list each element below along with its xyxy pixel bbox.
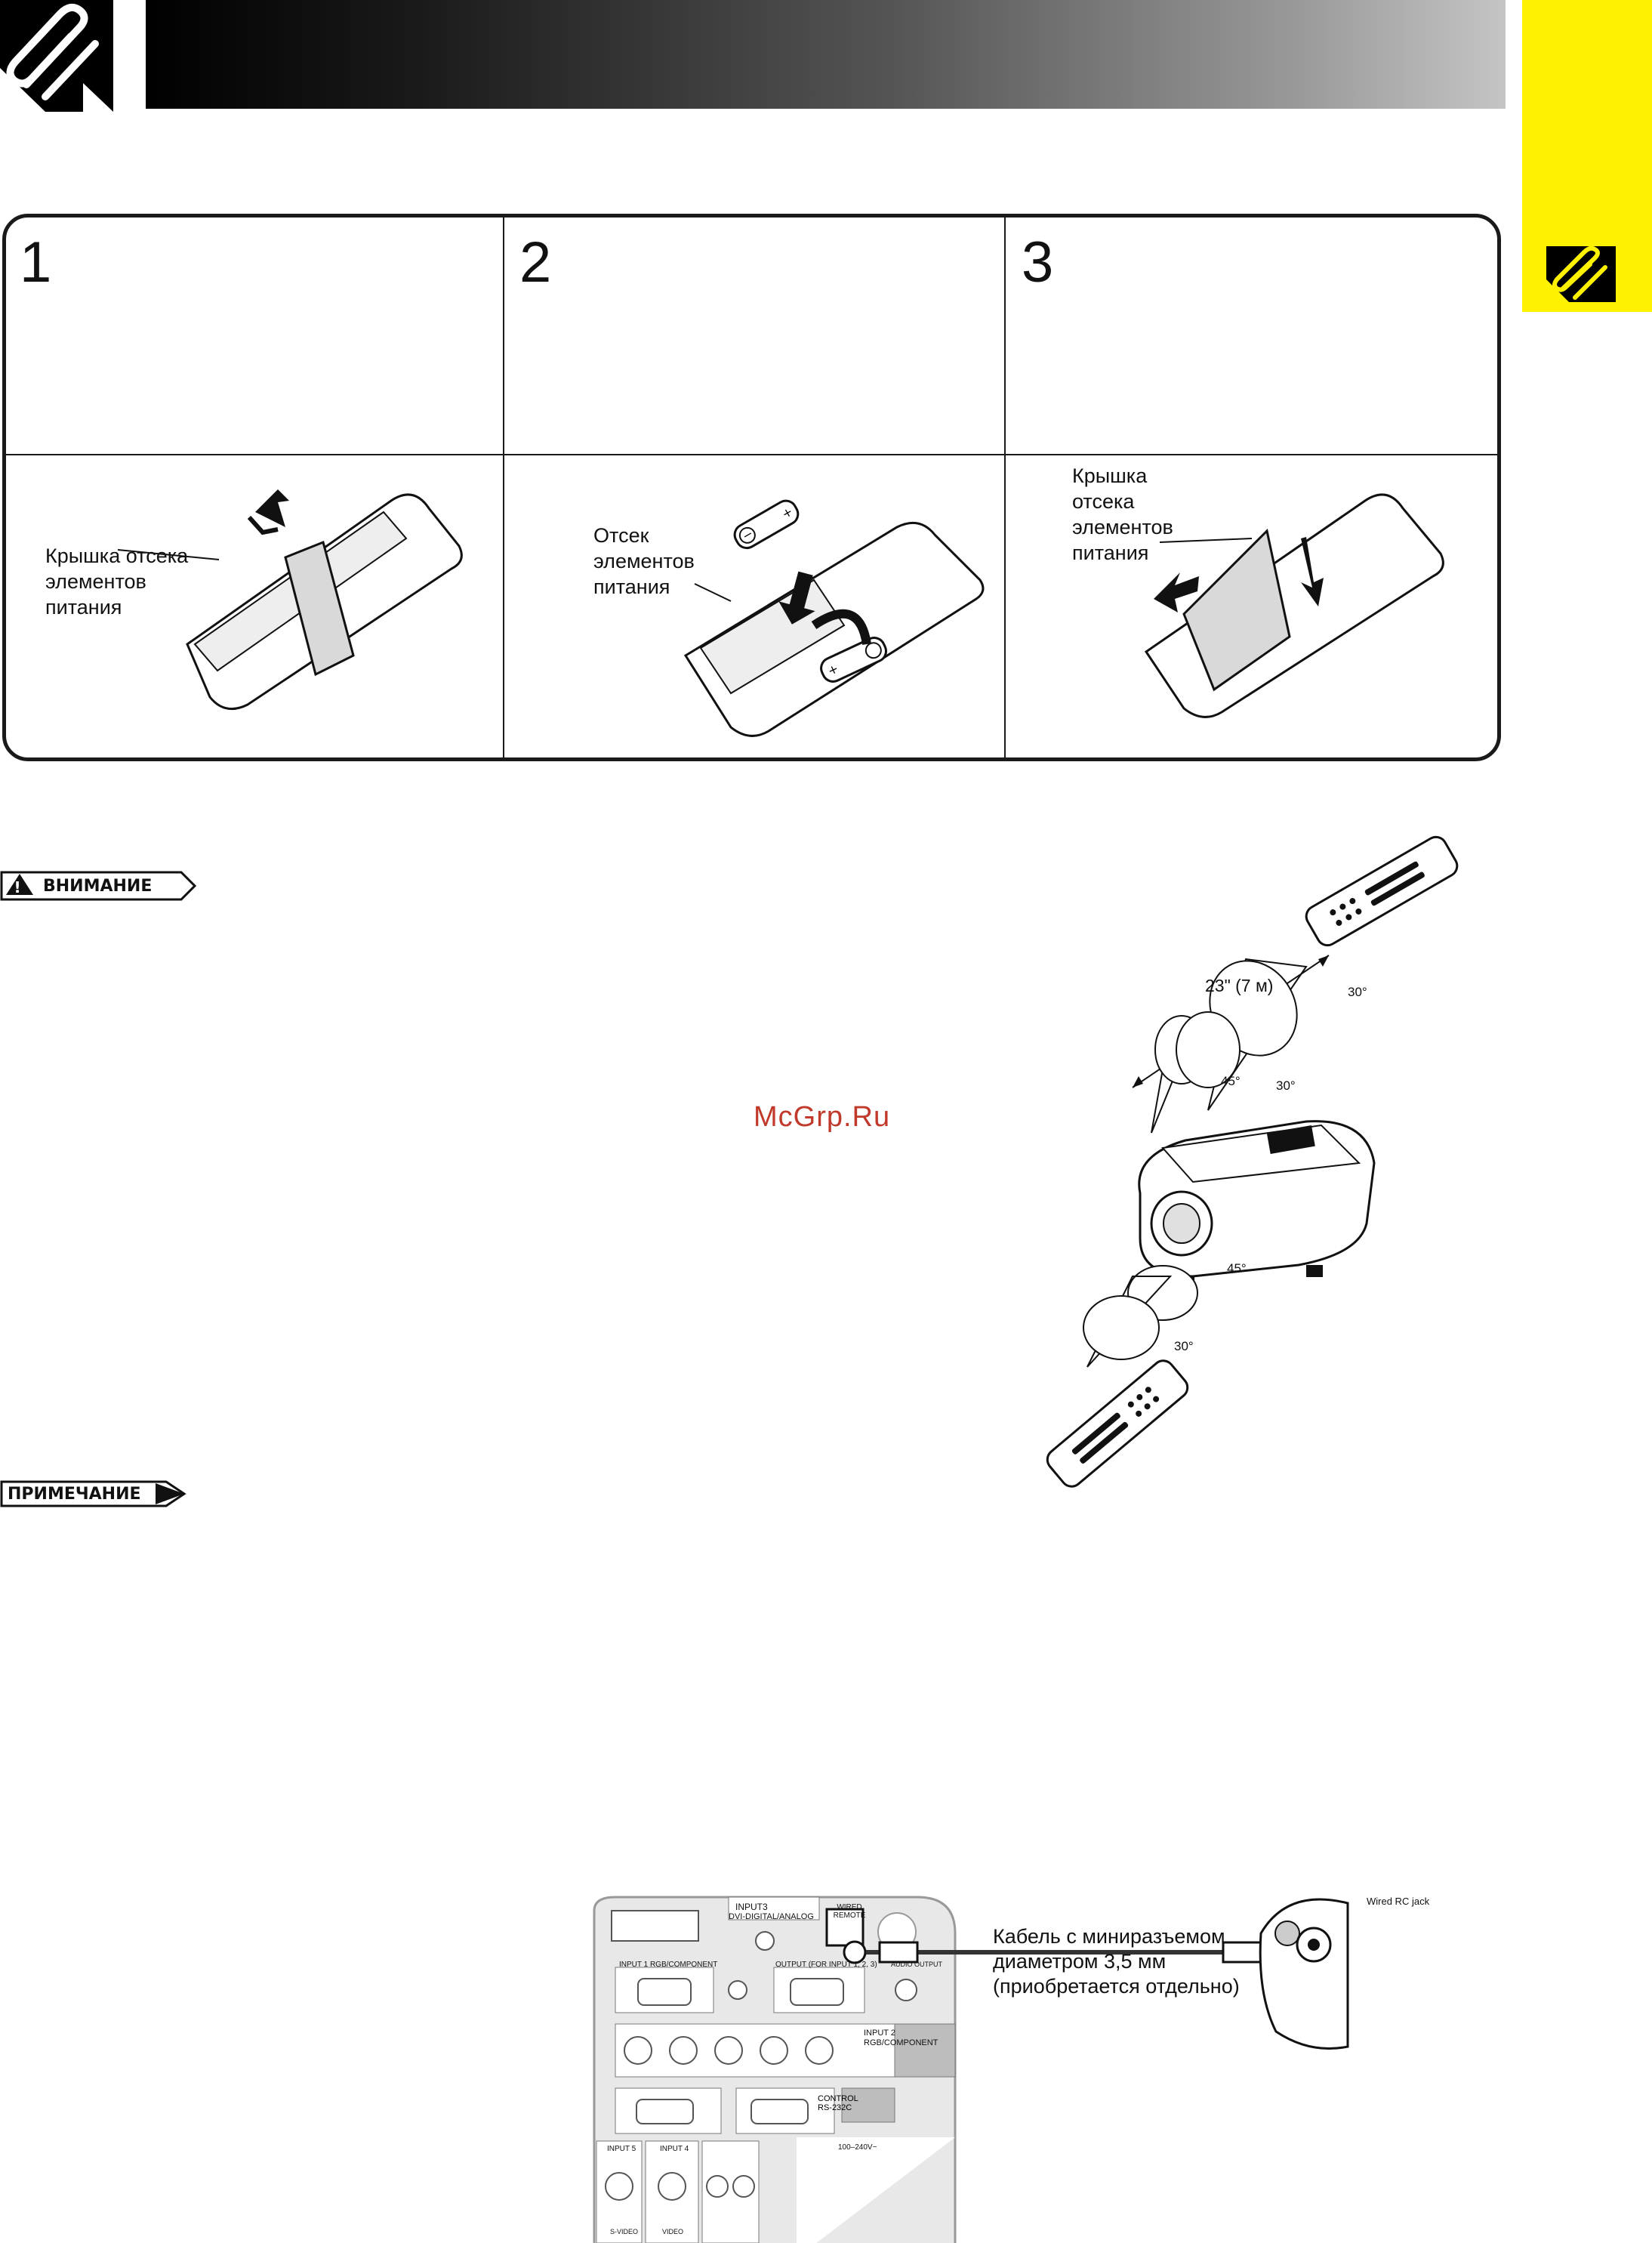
- battery-steps-panel: 1 2 3 Крышка отсека элементов питания От…: [2, 214, 1501, 761]
- svg-text:!: !: [14, 878, 20, 896]
- video-label: VIDEO: [662, 2228, 684, 2235]
- input4-label: INPUT 4: [660, 2145, 689, 2153]
- caution-label: ВНИМАНИЕ: [43, 877, 153, 896]
- step-row-divider: [6, 454, 1497, 455]
- battery-cover-label: Крышка отсека элементов питания: [45, 545, 189, 619]
- note-tag: [0, 1480, 186, 1507]
- step-divider: [1004, 218, 1006, 757]
- battery-cover-label: Крышка отсека элементов питания: [1072, 464, 1173, 564]
- rear-panel-illustration: [593, 1896, 1349, 2243]
- audio-output-label: AUDIO OUTPUT: [891, 1961, 943, 1968]
- input2-label: INPUT 2 RGB/COMPONENT: [864, 2029, 938, 2047]
- output-label: OUTPUT (FOR INPUT 1, 2, 3): [775, 1961, 877, 1969]
- step-number-2: 2: [519, 230, 552, 295]
- step-number-1: 1: [20, 230, 52, 295]
- note-label: ПРИМЕЧАНИЕ: [8, 1485, 141, 1504]
- step-number-3: 3: [1022, 230, 1054, 295]
- header-bar: [146, 0, 1506, 109]
- remote-insert-batteries-illustration: − + +: [683, 499, 985, 737]
- control-label: CONTROL RS-232C: [818, 2094, 858, 2112]
- voltage-label: 100–240V~: [838, 2143, 877, 2152]
- dvi-label: DVI-DIGITAL/ANALOG: [729, 1912, 814, 1921]
- remote-range-diagram: [1046, 835, 1459, 1488]
- wired-remote-label: WIRED REMOTE: [833, 1903, 866, 1920]
- angle-label: 30°: [1276, 1078, 1296, 1093]
- svideo-label: S-VIDEO: [610, 2228, 639, 2235]
- angle-label: 45°: [1227, 1261, 1247, 1276]
- remote-close-cover-illustration: [1144, 493, 1444, 718]
- paperclip-icon: [1546, 245, 1616, 302]
- watermark: McGrp.Ru: [754, 1101, 891, 1133]
- warning-icon: [6, 874, 33, 895]
- input1-label: INPUT 1 RGB/COMPONENT: [619, 1961, 718, 1969]
- angle-label: 45°: [1221, 1074, 1241, 1088]
- battery-compartment-label: Отсек элементов питания: [593, 524, 695, 598]
- angle-label: 30°: [1348, 985, 1367, 999]
- range-distance-label: 23" (7 м): [1205, 976, 1274, 995]
- input3-label: INPUT3: [735, 1902, 768, 1912]
- remote-open-cover-illustration: [117, 489, 463, 711]
- step-divider: [503, 218, 504, 757]
- caution-tag: !: [0, 871, 197, 901]
- cable-description: Кабель с миниразъемом диаметром 3,5 мм (…: [993, 1925, 1240, 1998]
- input5-label: INPUT 5: [607, 2145, 636, 2153]
- paperclip-icon: [0, 0, 113, 112]
- angle-label: 30°: [1174, 1339, 1194, 1353]
- jack-label: Wired RC jack: [1367, 1896, 1430, 1907]
